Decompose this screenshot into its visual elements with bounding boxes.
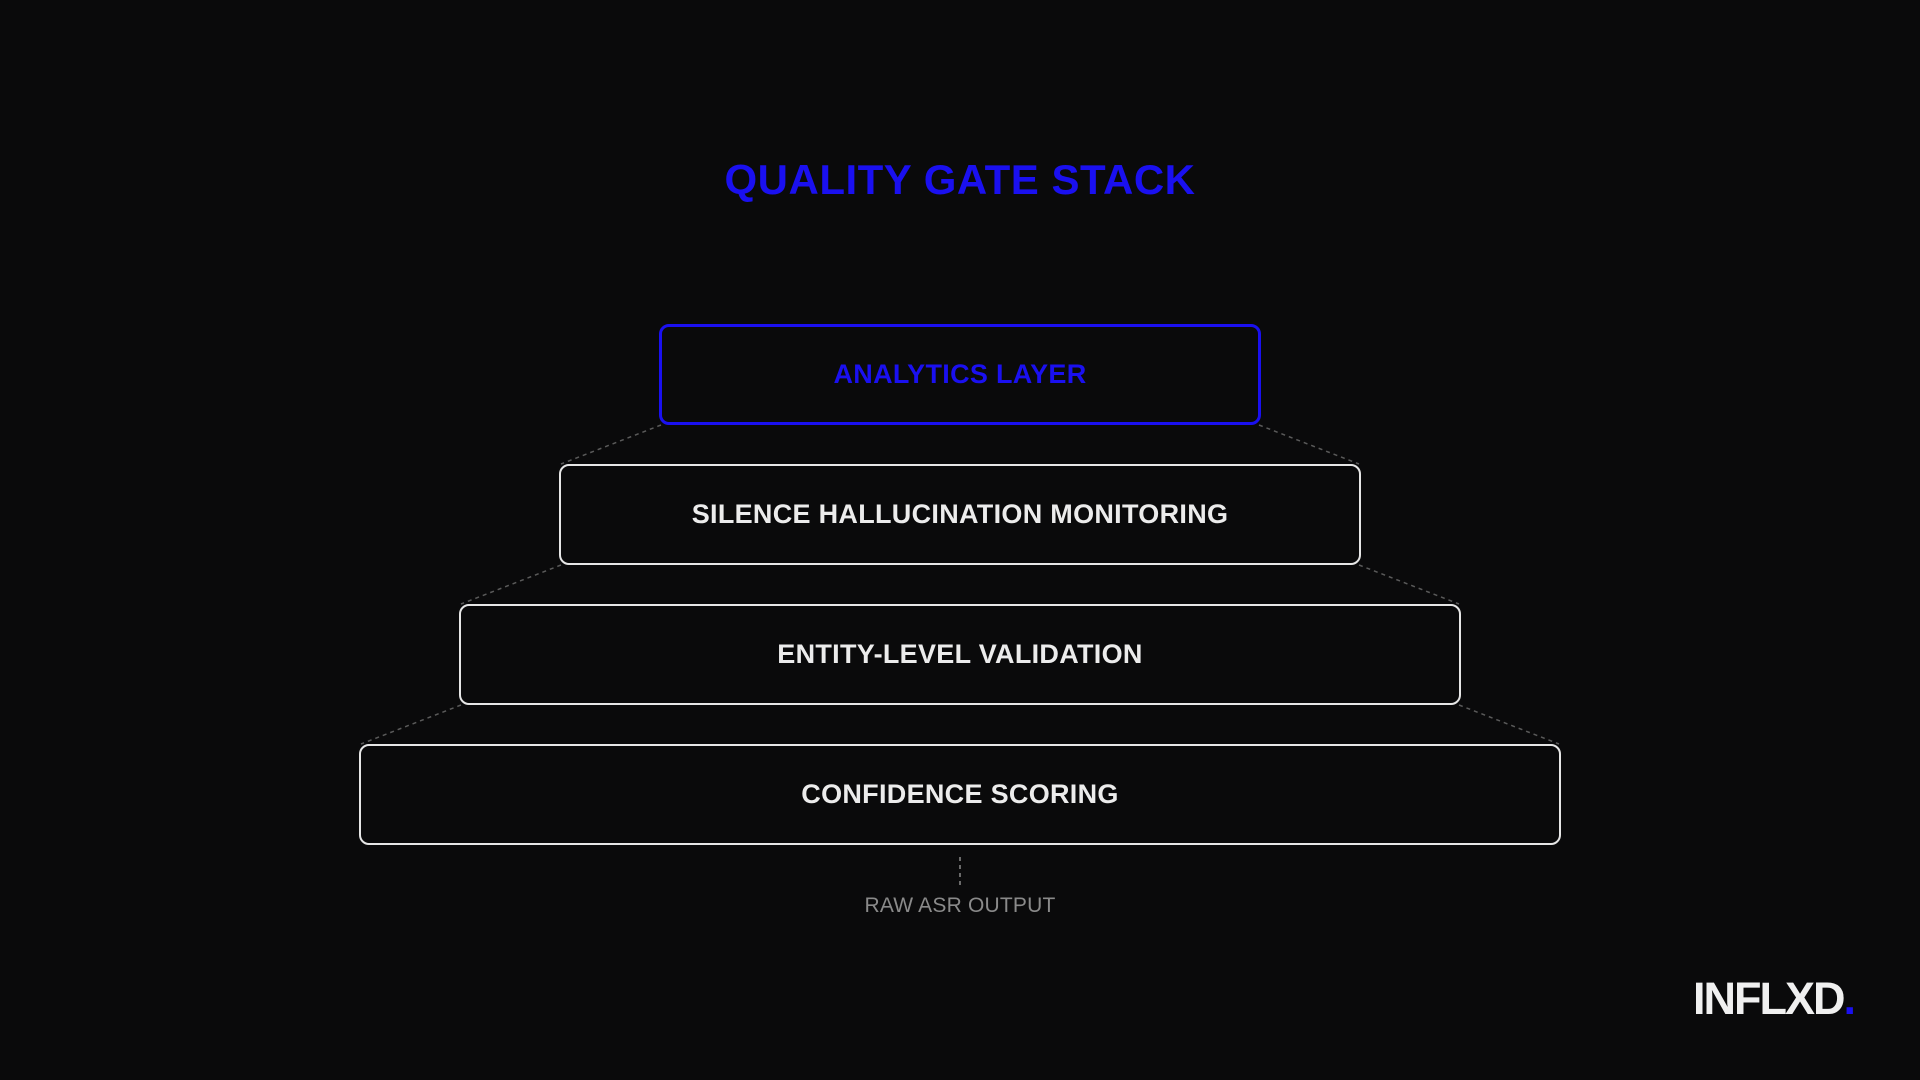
layer-confidence-scoring: CONFIDENCE SCORING — [359, 744, 1561, 845]
layer-label: ANALYTICS LAYER — [833, 359, 1087, 389]
logo-dot: . — [1843, 973, 1856, 1024]
brand-logo: INFLXD. — [1693, 972, 1856, 1026]
connector-line — [1358, 564, 1460, 605]
layer-entity-level-validation: ENTITY-LEVEL VALIDATION — [459, 604, 1461, 705]
logo-text: INFLXD — [1692, 973, 1845, 1024]
connector-line — [560, 424, 662, 465]
connector-line — [360, 704, 462, 745]
layer-label: SILENCE HALLUCINATION MONITORING — [691, 499, 1229, 529]
page-title: QUALITY GATE STACK — [724, 156, 1196, 203]
connector-line — [1458, 704, 1560, 745]
layer-label: CONFIDENCE SCORING — [801, 779, 1119, 809]
connector-line — [1258, 424, 1360, 465]
base-input-label: RAW ASR OUTPUT — [864, 894, 1056, 917]
connector-line — [460, 564, 562, 605]
layer-analytics: ANALYTICS LAYER — [659, 324, 1261, 425]
layer-label: ENTITY-LEVEL VALIDATION — [777, 639, 1143, 669]
layer-silence-hallucination-monitoring: SILENCE HALLUCINATION MONITORING — [559, 464, 1361, 565]
